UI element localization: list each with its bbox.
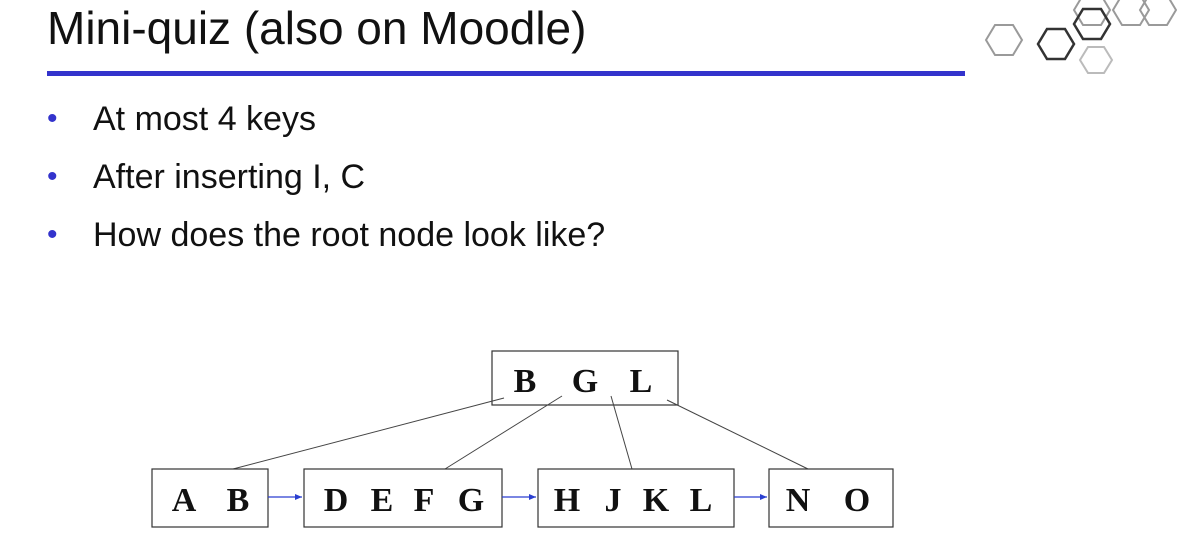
slide-title: Mini-quiz (also on Moodle) [47,2,587,54]
leaf-key: E [371,482,394,519]
bullet-text: At most 4 keys [93,100,316,138]
leaf-key: F [414,482,435,519]
pointer-edge [232,397,505,470]
bullet-dot-icon: • [47,218,58,251]
leaf-key: A [172,482,197,519]
leaf-key: B [227,482,250,519]
pointer-edge [444,395,563,470]
bullet-text: How does the root node look like? [93,216,606,254]
leaf-key: G [458,482,484,519]
root-key: B [514,363,537,400]
leaf-key: L [690,482,713,519]
leaf-key: O [844,482,870,519]
pointer-edge [666,399,809,470]
leaf-key: K [643,482,670,519]
leaf-key: H [554,482,580,519]
leaf-node: A B [151,468,269,528]
root-key: L [630,363,653,400]
root-node: B G L [491,350,679,406]
child-pointers [232,395,809,470]
leaf-node: N O [768,468,894,528]
bullet-text: After inserting I, C [93,158,366,196]
bullet-dot-icon: • [47,160,58,193]
bullet-dot-icon: • [47,102,58,135]
root-key: G [572,363,598,400]
leaf-key: N [786,482,811,519]
leaf-node: D E F G [303,468,503,528]
leaf-key: D [324,482,349,519]
pointer-edge [610,395,633,470]
title-underline [47,71,965,76]
hexagon-cluster-icon [984,0,1177,74]
leaf-key: J [605,482,622,519]
leaf-node: H J K L [537,468,735,528]
